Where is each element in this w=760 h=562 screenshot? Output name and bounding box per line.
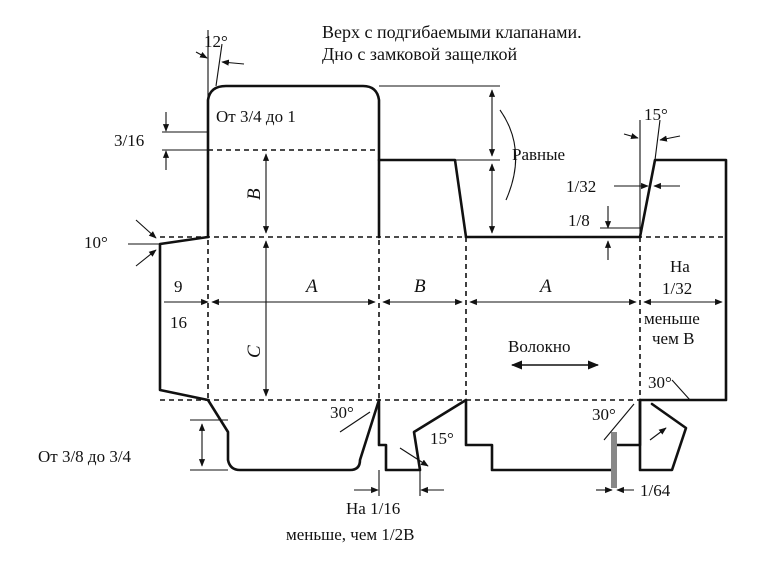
angle-15-bottom-arrow [399,447,429,467]
label-angle-12: 12° [204,32,228,51]
label-dim-b-vertical: B [244,188,265,200]
label-dim-9: 9 [174,277,183,296]
bottom-lock-flap-outline [206,398,381,472]
label-panel-a2: A [538,276,552,297]
label-glue-line-1: На [670,257,690,276]
angle-30-right-line [671,379,691,401]
label-grain: Волокно [508,337,570,356]
angle-12-line [215,43,223,87]
label-angle-15-bottom: 15° [430,429,454,448]
glue-flap-outline [638,158,728,402]
equal-brace [499,109,517,201]
label-top-flap-range: От 3/4 до 1 [216,107,296,126]
angle-10-arrow2 [135,249,157,267]
angle-15-top-ext [654,119,661,161]
label-angle-30-right: 30° [648,373,672,392]
label-angle-30-left: 30° [330,403,354,422]
label-bottom-note-2: меньше, чем 1/2B [286,525,414,544]
angle-15-top-arrow1 [623,133,639,140]
bottom-flap-b-outline [377,398,468,472]
angle-15-top-arrow2 [659,135,681,142]
left-tuck-outline [158,235,210,402]
label-panel-a1: A [304,276,318,297]
label-glue-line-4: чем B [652,329,694,348]
label-bottom-range: От 3/8 до 3/4 [38,447,132,466]
top-closure-flap-outline [206,84,381,239]
angle-12-arrow1 [195,51,208,59]
label-dim-1-32: 1/32 [566,177,596,196]
angle-30-left-line [339,411,371,433]
label-angle-10: 10° [84,233,108,252]
angle-12-arrow2 [221,59,245,66]
label-glue-line-3: меньше [644,309,700,328]
label-bottom-note-1: На 1/16 [346,499,400,518]
label-equal: Равные [512,145,565,164]
title-line-1: Верх с подгибаемыми клапанами. [322,22,582,42]
label-angle-30-mid: 30° [592,405,616,424]
label-angle-15-top: 15° [644,105,668,124]
angle-30-mid-line [603,403,635,441]
angle-30-mid-arrow [649,427,667,441]
label-dim-c: C [244,345,265,358]
label-glue-line-2: 1/32 [662,279,692,298]
bottom-flap-a2-outline [464,398,642,472]
label-panel-b: B [414,276,426,297]
title-line-2: Дно с замковой защелкой [322,44,517,64]
top-dust-flap-outline [377,158,468,239]
angle-10-arrow1 [135,219,157,239]
bottom-flap-glue-outline [638,398,688,472]
label-dim-1-64: 1/64 [640,481,671,500]
label-dim-3-16: 3/16 [114,131,144,150]
label-dim-1-8: 1/8 [568,211,590,230]
label-dim-16: 16 [170,313,187,332]
